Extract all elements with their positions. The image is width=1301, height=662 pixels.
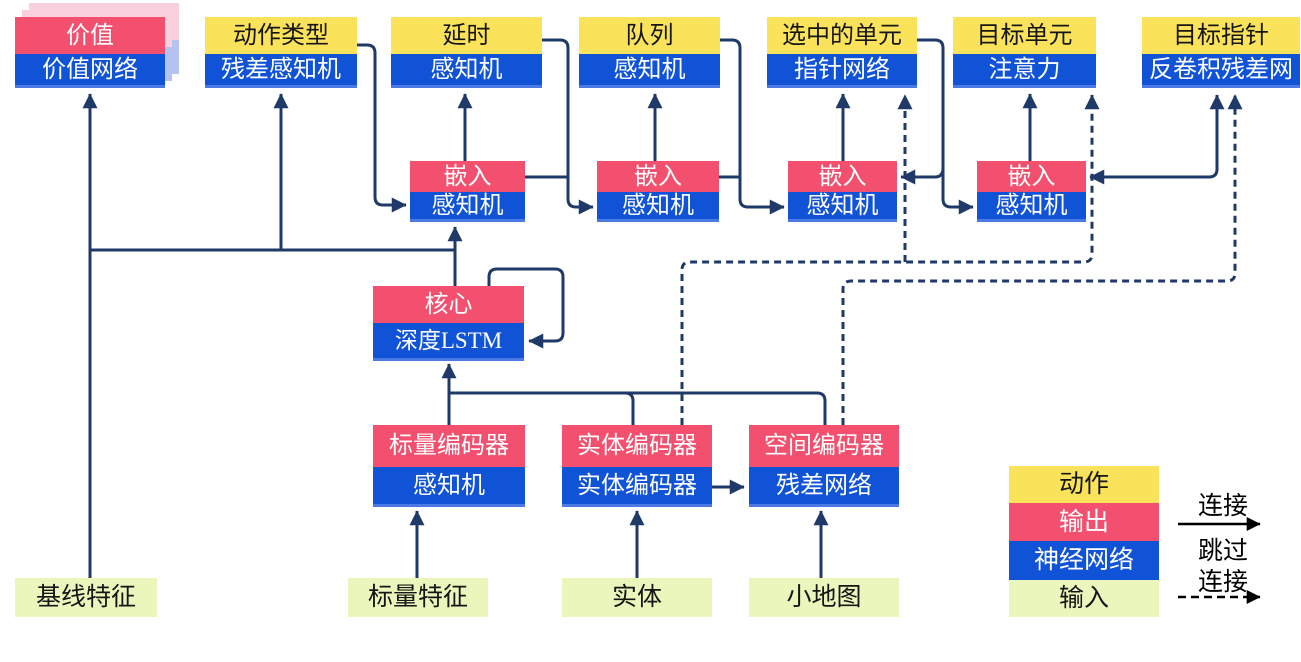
spatial-encoder-network-label: 残差网络	[749, 467, 899, 507]
legend-connection-label: 连接	[1197, 493, 1248, 520]
node-entity-encoder: 实体编码器 实体编码器	[562, 425, 712, 507]
queue-network-label: 感知机	[579, 54, 720, 88]
selected-units-label: 选中的单元	[767, 17, 917, 54]
node-delay: 延时 感知机	[391, 17, 542, 88]
node-scalar-encoder: 标量编码器 感知机	[373, 425, 525, 507]
node-value: 价值 价值网络	[15, 3, 179, 88]
skip-entity-to-target-unit	[680, 94, 1100, 425]
scalar-encoder-network-label: 感知机	[373, 467, 525, 507]
target-point-network-label: 反卷积残差网	[1142, 54, 1300, 88]
legend-output: 输出	[1009, 503, 1159, 541]
input-scalar-features: 标量特征	[348, 578, 488, 617]
scalar-encoder-label: 标量编码器	[373, 425, 525, 467]
embedding-3-label: 嵌入	[788, 161, 897, 192]
node-target-point: 目标指针 反卷积残差网	[1142, 17, 1300, 88]
input-entities: 实体	[562, 578, 712, 617]
embedding-3-network-label: 感知机	[788, 192, 897, 222]
node-selected-units: 选中的单元 指针网络	[767, 17, 917, 88]
selected-units-network-label: 指针网络	[767, 54, 917, 88]
node-spatial-encoder: 空间编码器 残差网络	[749, 425, 899, 507]
spatial-encoder-label: 空间编码器	[749, 425, 899, 467]
node-embedding-4: 嵌入 感知机	[977, 161, 1086, 222]
delay-label: 延时	[391, 17, 542, 54]
skip-connections	[680, 94, 1243, 425]
target-unit-network-label: 注意力	[953, 54, 1096, 88]
node-embedding-1: 嵌入 感知机	[410, 161, 525, 222]
node-embedding-2: 嵌入 感知机	[597, 161, 719, 222]
input-minimap: 小地图	[749, 578, 899, 617]
entity-encoder-label: 实体编码器	[562, 425, 712, 467]
embedding-4-label: 嵌入	[977, 161, 1086, 192]
core-network-label: 深度LSTM	[373, 323, 524, 361]
core-label: 核心	[373, 286, 524, 323]
embedding-4-network-label: 感知机	[977, 192, 1086, 222]
embedding-1-network-label: 感知机	[410, 192, 525, 222]
node-core: 核心 深度LSTM	[373, 286, 524, 361]
input-baseline-features: 基线特征	[15, 578, 157, 617]
action-type-network-label: 残差感知机	[205, 54, 357, 88]
node-target-unit: 目标单元 注意力	[953, 17, 1096, 88]
target-unit-label: 目标单元	[953, 17, 1096, 54]
edge-encoder-merge-bus	[449, 391, 827, 425]
queue-label: 队列	[579, 17, 720, 54]
skip-spatial-to-target-point	[841, 94, 1243, 425]
node-action-type: 动作类型 残差感知机	[205, 17, 357, 88]
embedding-1-label: 嵌入	[410, 161, 525, 192]
edge-embedding-4-to-target-point	[1089, 94, 1225, 185]
edge-entity-encoder-merge	[624, 391, 635, 425]
delay-network-label: 感知机	[391, 54, 542, 88]
action-type-label: 动作类型	[205, 17, 357, 54]
legend-color-key: 动作 输出 神经网络 输入	[1009, 466, 1159, 617]
edge-selected-units-branch-embedding-3	[900, 167, 945, 185]
value-network-label: 价值网络	[15, 54, 165, 88]
entity-encoder-network-label: 实体编码器	[562, 467, 712, 507]
embedding-2-network-label: 感知机	[597, 192, 719, 222]
node-embedding-3: 嵌入 感知机	[788, 161, 897, 222]
embedding-2-label: 嵌入	[597, 161, 719, 192]
legend-skip-label-line1: 跳过	[1197, 538, 1248, 565]
node-queue: 队列 感知机	[579, 17, 720, 88]
legend-neural-network: 神经网络	[1009, 541, 1159, 580]
legend-skip-label-line2: 连接	[1197, 569, 1248, 596]
value-output-label: 价值	[15, 17, 165, 54]
legend-input: 输入	[1009, 580, 1159, 617]
target-point-label: 目标指针	[1142, 17, 1300, 54]
legend-action: 动作	[1009, 466, 1159, 503]
